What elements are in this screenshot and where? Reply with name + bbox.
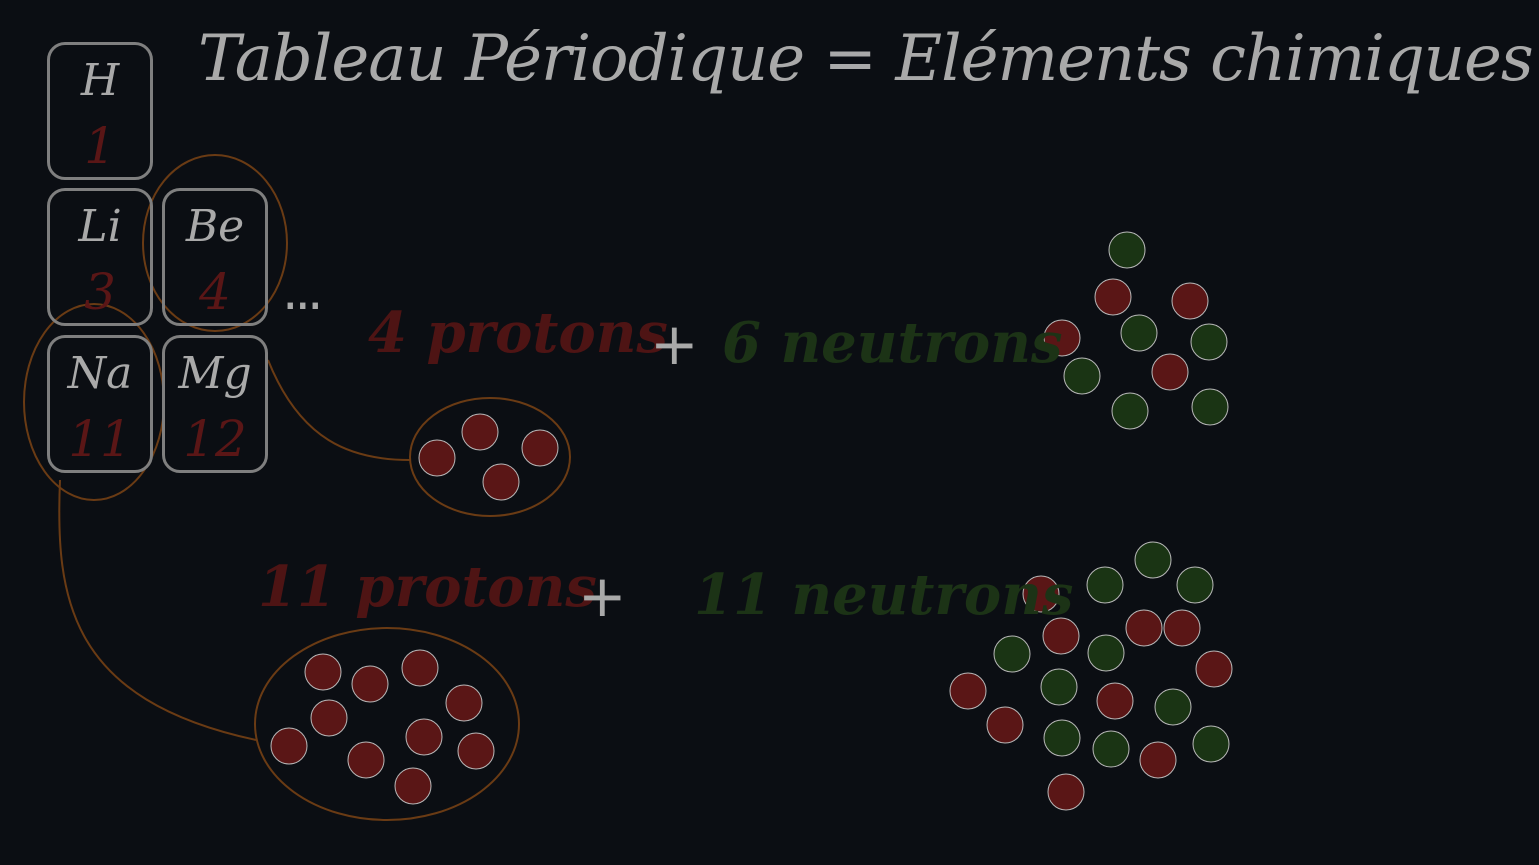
nucleus-neutron [1043, 719, 1081, 757]
nucleus-neutron [1120, 314, 1158, 352]
nucleus-proton [986, 706, 1024, 744]
nucleus-neutron [1063, 357, 1101, 395]
element-cell-na: Na 11 [47, 335, 153, 473]
na-plus-sign: + [578, 562, 627, 630]
element-symbol: Li [78, 201, 122, 252]
be-proton-group [409, 397, 571, 517]
element-number: 12 [183, 410, 247, 468]
na-protons-label: 11 protons [258, 554, 597, 620]
nucleus-proton [1171, 282, 1209, 320]
be-group-proton [521, 429, 559, 467]
element-number: 4 [199, 263, 231, 321]
element-number: 11 [68, 410, 132, 468]
element-cell-be: Be 4 [162, 188, 268, 326]
nucleus-neutron [1087, 634, 1125, 672]
nucleus-proton [1043, 319, 1081, 357]
nucleus-neutron [1111, 392, 1149, 430]
be-group-proton [482, 463, 520, 501]
element-number: 3 [84, 263, 116, 321]
be-neutrons-label: 6 neutrons [722, 310, 1063, 376]
na-group-proton [457, 732, 495, 770]
nucleus-neutron [1108, 231, 1146, 269]
nucleus-proton [1047, 773, 1085, 811]
element-cell-h: H 1 [47, 42, 153, 180]
nucleus-neutron [1190, 323, 1228, 361]
na-group-proton [310, 699, 348, 737]
page-title: Tableau Périodique = Eléments chimiques [198, 22, 1534, 96]
nucleus-proton [1094, 278, 1132, 316]
element-number: 1 [84, 117, 116, 175]
na-neutrons-label: 11 neutrons [694, 562, 1074, 628]
nucleus-proton [949, 672, 987, 710]
nucleus-proton [1151, 353, 1189, 391]
be-group-proton [461, 413, 499, 451]
element-symbol: Mg [178, 348, 252, 399]
na-connector-line [58, 479, 257, 741]
nucleus-neutron [1086, 566, 1124, 604]
element-symbol: H [80, 55, 120, 106]
nucleus-neutron [1192, 725, 1230, 763]
nucleus-neutron [1092, 730, 1130, 768]
na-proton-group [254, 627, 520, 821]
be-plus-sign: + [650, 310, 699, 378]
element-cell-mg: Mg 12 [162, 335, 268, 473]
element-symbol: Be [185, 201, 245, 252]
nucleus-neutron [1176, 566, 1214, 604]
be-connector-line [267, 359, 411, 461]
nucleus-neutron [1134, 541, 1172, 579]
na-group-proton [394, 767, 432, 805]
na-group-proton [304, 653, 342, 691]
nucleus-proton [1125, 609, 1163, 647]
be-group-proton [418, 439, 456, 477]
nucleus-neutron [993, 635, 1031, 673]
nucleus-proton [1042, 617, 1080, 655]
na-group-proton [347, 741, 385, 779]
na-group-proton [405, 718, 443, 756]
element-cell-li: Li 3 [47, 188, 153, 326]
element-symbol: Na [67, 348, 133, 399]
ellipsis-text: ... [282, 262, 324, 322]
nucleus-proton [1022, 575, 1060, 613]
nucleus-proton [1195, 650, 1233, 688]
be-highlight-ellipse [142, 154, 288, 332]
nucleus-proton [1139, 741, 1177, 779]
na-group-proton [445, 684, 483, 722]
nucleus-neutron [1191, 388, 1229, 426]
nucleus-neutron [1040, 668, 1078, 706]
nucleus-proton [1096, 682, 1134, 720]
be-protons-label: 4 protons [368, 300, 668, 366]
na-group-proton [270, 727, 308, 765]
nucleus-proton [1163, 609, 1201, 647]
na-group-proton [401, 649, 439, 687]
na-group-proton [351, 665, 389, 703]
nucleus-neutron [1154, 688, 1192, 726]
